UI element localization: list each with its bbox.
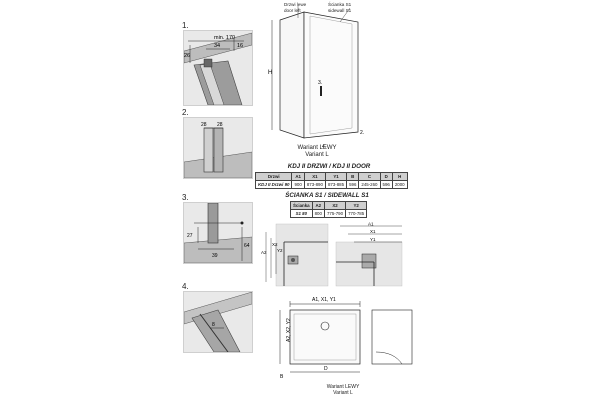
step-4-drawing: 8 <box>184 292 252 352</box>
step-3-27: 27 <box>187 233 193 239</box>
detail-a1: A1 <box>368 222 374 227</box>
step-1-16: 16 <box>237 43 243 49</box>
plan-top-dim: A1, X1, Y1 <box>312 297 336 303</box>
door-label: Drzwi lewe door left <box>284 2 307 13</box>
door-table-cell: 873-890 <box>303 180 326 189</box>
detail-view-right: A1 X1 Y1 <box>335 222 403 287</box>
door-table-title: KDJ II DRZWI / KDJ II DOOR <box>287 163 371 170</box>
plan-view: A1, X1, Y1 A2, X2, Y2 D B <box>279 297 413 380</box>
door-table-cell: KDJ II Drzwi 90 <box>254 180 293 189</box>
detail-x2: X2 <box>272 242 278 247</box>
step-3-64: 64 <box>244 243 250 249</box>
sidewall-table-cell: 800 <box>311 209 325 218</box>
step-1-min170: min. 170 <box>214 35 235 41</box>
door-table-header-cell: B <box>346 172 360 181</box>
step-2-detail-panel: 28 28 <box>183 117 253 179</box>
plan-b-label: B <box>280 374 284 380</box>
main-callout-3: 3. <box>318 80 322 86</box>
variant-label-top: Wariant LEWY Variant L <box>297 145 337 159</box>
door-table-header-cell: H <box>391 172 408 181</box>
door-table-row: KDJ II Drzwi 90 900 873-890 873-885 596 … <box>254 180 408 189</box>
door-table-header-cell: X1 <box>303 172 326 181</box>
step-3-detail-panel: 27 39 64 <box>183 202 253 264</box>
sidewall-table-header-cell: A2 <box>311 201 325 210</box>
step-2-28a: 28 <box>201 122 207 128</box>
step-1-detail-panel: min. 170 34 16 26 <box>183 30 253 106</box>
step-4-8: 8 <box>212 322 215 328</box>
door-table-cell: 596 <box>379 180 393 189</box>
detail-a2: A2 <box>261 250 267 255</box>
step-3-drawing: 27 39 64 <box>184 203 252 263</box>
door-spec-table: Drzwi A1 X1 Y1 B C D H KDJ II Drzwi 90 9… <box>254 172 408 189</box>
door-table-cell: 873-885 <box>324 180 348 189</box>
door-table-cell: 245-260 <box>358 180 381 189</box>
detail-y1: Y1 <box>370 237 376 242</box>
door-table-cell: 2000 <box>391 180 408 189</box>
sidewall-table-cell: 770-785 <box>345 209 368 218</box>
door-table-header-cell: C <box>358 172 381 181</box>
detail-y2: Y2 <box>277 248 283 253</box>
step-3-number: 3. <box>182 193 189 202</box>
step-1-26: 26 <box>184 53 190 59</box>
main-h-label: H <box>268 70 272 76</box>
sidewall-spec-table: Ścianka A2 X2 Y2 S1 80 800 775-790 770-7… <box>290 201 368 218</box>
door-table-header-cell: Y1 <box>324 172 348 181</box>
sidewall-table-cell: 775-790 <box>323 209 347 218</box>
detail-x1: X1 <box>370 229 376 234</box>
shower-front-view: H 3. 4. 2. <box>268 6 364 150</box>
sidewall-table-title: ŚCIANKA S1 / SIDEWALL S1 <box>285 192 369 199</box>
door-table-header-cell: Drzwi <box>254 172 293 181</box>
step-2-drawing: 28 28 <box>184 122 252 178</box>
sidewall-label: Ścianka S1 sidewall S1 <box>328 2 352 13</box>
door-table-header-row: Drzwi A1 X1 Y1 B C D H <box>254 172 408 181</box>
sidewall-table-cell: S1 80 <box>290 209 313 218</box>
sidewall-table-header-row: Ścianka A2 X2 Y2 <box>290 201 368 210</box>
door-table-cell: 596 <box>346 180 360 189</box>
sidewall-table-row: S1 80 800 775-790 770-785 <box>290 209 368 218</box>
step-2-28b: 28 <box>217 122 223 128</box>
detail-view-left: A2 X2 Y2 <box>261 223 329 287</box>
sidewall-table-header-cell: X2 <box>323 201 347 210</box>
main-callout-2: 2. <box>360 130 364 136</box>
sidewall-table-header-cell: Y2 <box>345 201 368 210</box>
step-1-number: 1. <box>182 21 189 30</box>
main-callout-4: 4. <box>322 144 326 150</box>
plan-d-label: D <box>324 366 328 372</box>
variant-label-bottom: Wariant LEWY Variant L <box>326 384 360 396</box>
step-2-number: 2. <box>182 108 189 117</box>
step-4-detail-panel: 8 <box>183 291 253 353</box>
door-table-cell: 900 <box>291 180 305 189</box>
door-table-header-cell: D <box>379 172 393 181</box>
step-3-39: 39 <box>212 253 218 259</box>
step-1-34: 34 <box>214 43 220 49</box>
step-4-number: 4. <box>182 282 189 291</box>
step-1-drawing: min. 170 34 16 26 <box>184 32 252 105</box>
sidewall-table-header-cell: Ścianka <box>290 201 313 210</box>
plan-side-dim: A2, X2, Y2 <box>286 318 292 342</box>
door-table-header-cell: A1 <box>291 172 305 181</box>
